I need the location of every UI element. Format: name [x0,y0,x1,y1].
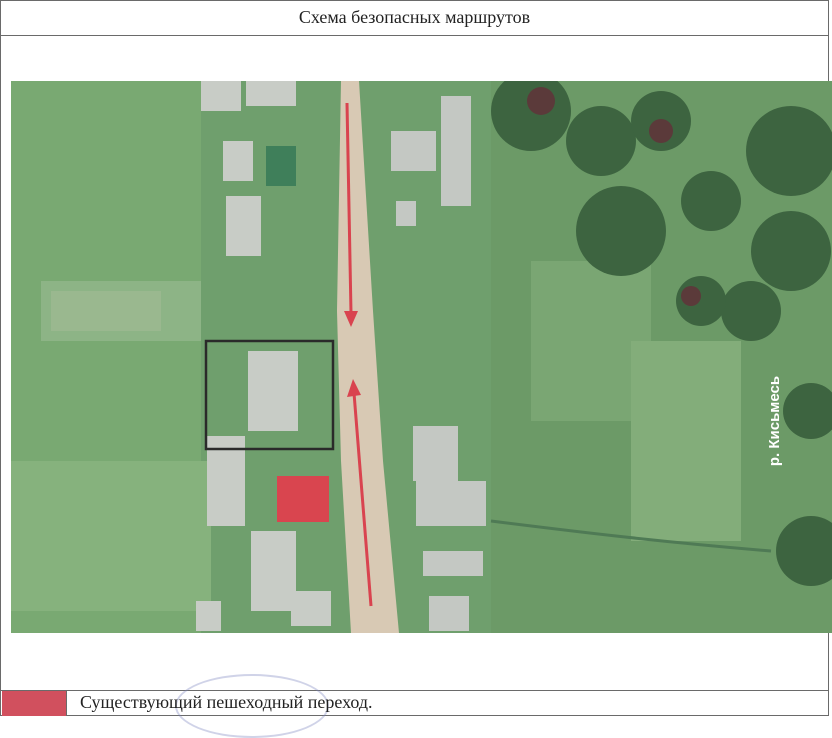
route-arrow-south [344,102,358,327]
satellite-map: р. Кисьмесь [11,81,832,633]
buildings-east [391,96,486,631]
forest-cluster [491,81,832,586]
legend-divider [0,690,829,691]
legend-text: Существующий пешеходный переход. [80,692,373,712]
field-path [490,519,772,553]
field-strip [11,461,211,611]
field-plot [631,341,741,541]
river-label: р. Кисьмесь [766,376,783,466]
forest-darkspots [527,87,701,306]
buildings-west [196,81,331,631]
title-bar: Схема безопасных маршрутов [0,0,829,36]
field-strip [51,291,161,331]
map-title: Схема безопасных маршрутов [298,7,531,27]
legend-separator [66,691,67,716]
green-roof-building [266,146,296,186]
school-highlight-box [204,339,335,451]
red-roof-building [277,476,329,522]
road [337,81,399,633]
legend-swatch [2,691,66,716]
route-arrow-north [347,379,373,607]
